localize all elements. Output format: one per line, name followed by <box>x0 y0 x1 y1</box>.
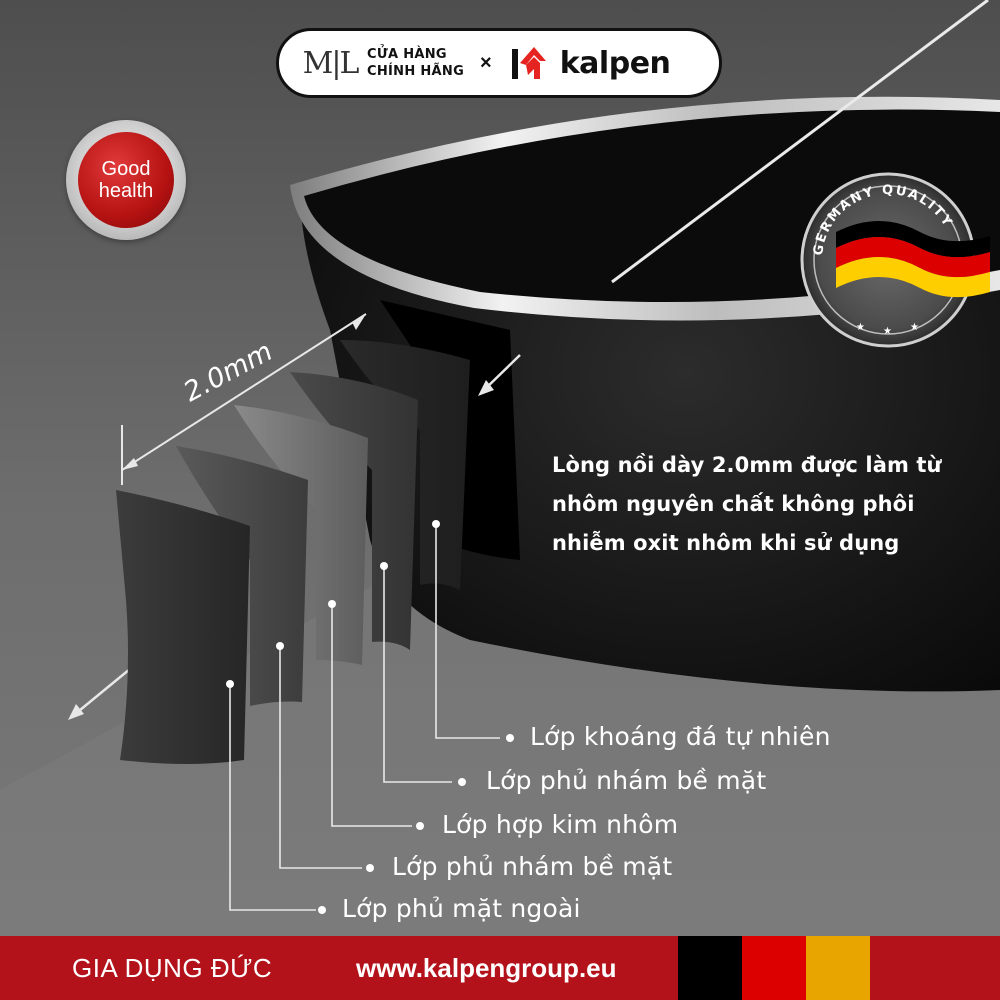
kalpen-logo-icon <box>511 47 546 79</box>
footer-tagline: GIA DỤNG ĐỨC <box>72 953 273 983</box>
svg-text:★: ★ <box>910 322 919 333</box>
store-line-1: CỬA HÀNG <box>367 47 447 62</box>
times-symbol: × <box>480 51 492 74</box>
good-health-badge: Good health <box>66 120 186 240</box>
flag-stripe-red <box>742 936 806 1000</box>
badge-line-1: Good <box>101 158 151 180</box>
germany-quality-seal: GERMANY QUALITY ★ ★ ★ <box>800 172 990 348</box>
svg-text:★: ★ <box>883 326 892 337</box>
layer-3 <box>234 405 368 665</box>
store-line-2: CHÍNH HÃNG <box>367 64 465 79</box>
layer-label-4: Lớp phủ nhám bề mặt <box>392 852 673 881</box>
layer-4 <box>290 372 418 650</box>
product-description: Lòng nồi dày 2.0mm được làm từ nhôm nguy… <box>552 446 972 563</box>
official-store-text: CỬA HÀNG CHÍNH HÃNG <box>367 46 464 80</box>
footer-bar: GIA DỤNG ĐỨC www.kalpengroup.eu <box>0 936 1000 1000</box>
flag-stripe-black <box>678 936 742 1000</box>
magic-land-monogram: M|L <box>302 45 360 81</box>
layer-label-2: Lớp phủ nhám bề mặt <box>486 766 767 795</box>
kalpen-wordmark: kalpen <box>559 45 671 81</box>
description-line-3: nhiễm oxit nhôm khi sử dụng <box>552 531 900 555</box>
svg-text:★: ★ <box>856 322 865 333</box>
layer-label-5: Lớp phủ mặt ngoài <box>342 894 581 923</box>
flag-stripe-gold <box>806 936 870 1000</box>
layer-1 <box>116 490 250 764</box>
brand-header: M|L CỬA HÀNG CHÍNH HÃNG × kalpen <box>276 28 722 98</box>
website-link[interactable]: www.kalpengroup.eu <box>356 953 617 983</box>
description-line-1: Lòng nồi dày 2.0mm được làm từ <box>552 453 942 477</box>
layer-label-3: Lớp hợp kim nhôm <box>442 810 679 839</box>
magic-land-logo: M|L <box>301 40 360 86</box>
badge-line-2: health <box>98 180 154 202</box>
description-line-2: nhôm nguyên chất không phôi <box>552 492 915 516</box>
pot-rim <box>290 96 1000 321</box>
layer-label-1: Lớp khoáng đá tự nhiên <box>530 722 831 751</box>
layer-2 <box>176 446 308 706</box>
